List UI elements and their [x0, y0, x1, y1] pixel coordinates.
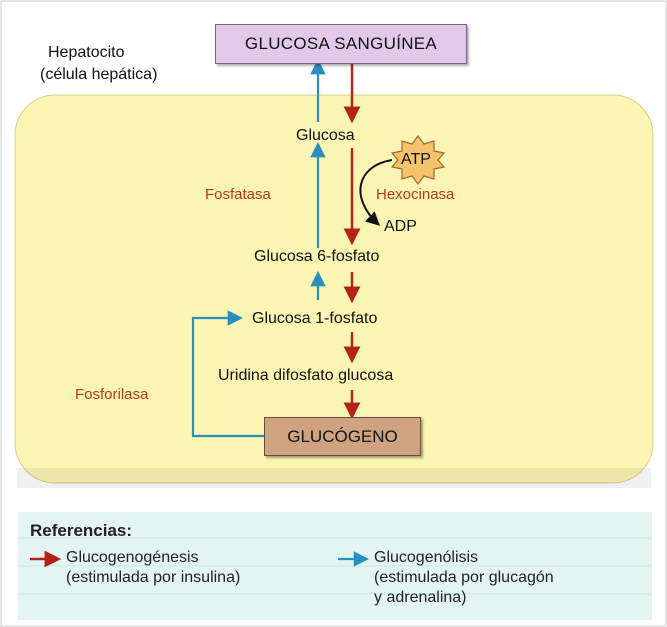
legend-title: Referencias:	[30, 521, 133, 540]
cell-label-line2: (célula hepática)	[40, 66, 158, 83]
atp-label: ATP	[401, 151, 431, 168]
atp-burst	[390, 135, 446, 185]
blood-glucose-label: GLUCOSA SANGUÍNEA	[244, 34, 438, 53]
phosphorylase-label: Fosforilasa	[75, 386, 149, 403]
legend-item-breakdown-line2: (estimulada por glucagón	[374, 569, 554, 586]
legend-item-synthesis: Glucogenogénesis (estimulada por insulin…	[66, 548, 240, 588]
cell-label-line1: Hepatocito	[48, 44, 125, 61]
glycogen-box: GLUCÓGENO	[264, 417, 421, 456]
blood-glucose-box: GLUCOSA SANGUÍNEA	[215, 24, 467, 64]
g1p-label: Glucosa 1-fosfato	[252, 310, 378, 327]
cell-shadow	[17, 468, 651, 488]
adp-label: ADP	[384, 218, 417, 235]
hepatocyte-cell	[14, 94, 654, 484]
legend-item-breakdown: Glucogenólisis (estimulada por glucagón …	[374, 548, 554, 608]
glycogen-label: GLUCÓGENO	[287, 426, 398, 446]
hexokinase-label: Hexocinasa	[376, 186, 455, 203]
legend-item-breakdown-line1: Glucogenólisis	[374, 549, 479, 566]
glucose-label: Glucosa	[296, 127, 355, 144]
phosphatase-label: Fosfatasa	[205, 186, 271, 203]
g6p-label: Glucosa 6-fosfato	[254, 248, 380, 265]
arrow-atp-to-adp	[359, 159, 393, 226]
udpg-label: Uridina difosfato glucosa	[218, 367, 394, 384]
legend-item-synthesis-line1: Glucogenogénesis	[66, 549, 199, 566]
arrow-glycogen-to-g1p	[191, 310, 264, 438]
legend-item-breakdown-line3: y adrenalina)	[374, 589, 467, 606]
legend-item-synthesis-line2: (estimulada por insulina)	[66, 569, 241, 586]
